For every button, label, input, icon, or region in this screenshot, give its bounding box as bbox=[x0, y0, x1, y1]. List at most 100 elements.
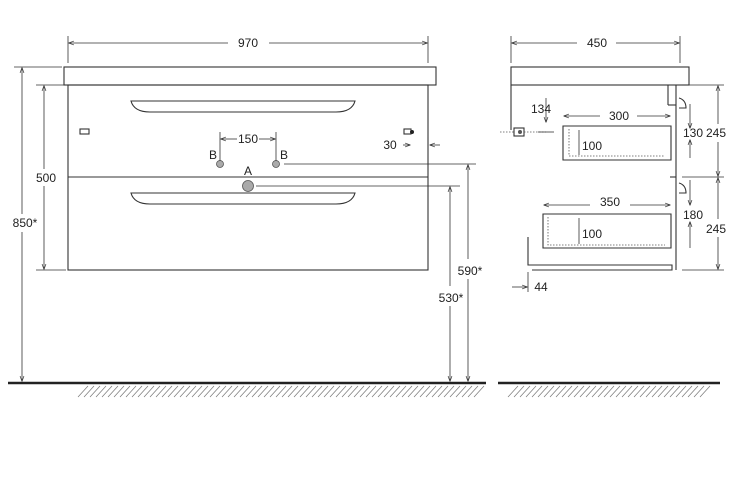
floor-hatch-stroke bbox=[543, 385, 555, 398]
floor-hatch-stroke bbox=[281, 385, 293, 398]
floor-hatch-stroke bbox=[287, 385, 299, 398]
floor-hatch-stroke bbox=[519, 385, 531, 398]
floor-hatch-stroke bbox=[663, 385, 675, 398]
dim-cabinet-height: 500 bbox=[36, 171, 56, 185]
label-b-right: B bbox=[280, 148, 288, 162]
dim-hole-spacing: 150 bbox=[238, 132, 258, 146]
floor-hatch-stroke bbox=[591, 385, 603, 398]
lower-drawer-inner bbox=[547, 217, 665, 246]
floor-hatch-stroke bbox=[407, 385, 419, 398]
floor-hatch-stroke bbox=[531, 385, 543, 398]
floor-hatch-stroke bbox=[125, 385, 137, 398]
floor-hatch-stroke bbox=[687, 385, 699, 398]
floor-hatch-stroke bbox=[609, 385, 621, 398]
floor-hatch-stroke bbox=[155, 385, 167, 398]
side-countertop bbox=[510, 66, 690, 86]
dim-lower-drawer-height: 180 bbox=[683, 208, 703, 222]
dim-upper-section: 245 bbox=[706, 126, 726, 140]
floor-hatch-stroke bbox=[251, 385, 263, 398]
floor-hatch-stroke bbox=[275, 385, 287, 398]
floor-hatch-stroke bbox=[371, 385, 383, 398]
floor-hatch-stroke bbox=[549, 385, 561, 398]
floor-hatch-stroke bbox=[185, 385, 197, 398]
floor-hatch-stroke bbox=[335, 385, 347, 398]
drain-hole bbox=[242, 180, 254, 192]
floor-hatch-stroke bbox=[699, 385, 711, 398]
floor-hatch-stroke bbox=[179, 385, 191, 398]
floor-hatch-stroke bbox=[555, 385, 567, 398]
dim-drain-height: 530* bbox=[439, 291, 464, 305]
inlet-hole-right bbox=[272, 160, 280, 168]
floor-hatch-stroke bbox=[597, 385, 609, 398]
label-b-left: B bbox=[209, 148, 217, 162]
floor-hatch-stroke bbox=[437, 385, 449, 398]
floor-hatch-stroke bbox=[413, 385, 425, 398]
floor-hatch-stroke bbox=[257, 385, 269, 398]
floor-hatch-stroke bbox=[341, 385, 353, 398]
dim-lower-drawer-inner: 100 bbox=[582, 227, 602, 241]
floor-hatch-stroke bbox=[305, 385, 317, 398]
floor-hatch-stroke bbox=[119, 385, 131, 398]
floor-hatch-stroke bbox=[401, 385, 413, 398]
upper-door-hinge bbox=[678, 97, 687, 109]
floor-hatch-stroke bbox=[359, 385, 371, 398]
floor-hatch-stroke bbox=[443, 385, 455, 398]
dim-lower-section: 245 bbox=[706, 222, 726, 236]
dim-upper-drawer-height: 130 bbox=[683, 126, 703, 140]
floor-hatch-stroke bbox=[107, 385, 119, 398]
floor-hatch-stroke bbox=[209, 385, 221, 398]
floor-hatch-stroke bbox=[455, 385, 467, 398]
floor-hatch-stroke bbox=[215, 385, 227, 398]
floor-hatch-stroke bbox=[347, 385, 359, 398]
floor-hatch-stroke bbox=[627, 385, 639, 398]
floor-hatch-stroke bbox=[621, 385, 633, 398]
upper-drawer bbox=[562, 125, 672, 161]
floor-hatch-stroke bbox=[693, 385, 705, 398]
inlet-hole-left bbox=[216, 160, 224, 168]
floor-hatch-stroke bbox=[245, 385, 257, 398]
lower-drawer-handle bbox=[130, 192, 356, 205]
floor-hatch-stroke bbox=[239, 385, 251, 398]
floor-hatch-stroke bbox=[449, 385, 461, 398]
floor-hatch-stroke bbox=[585, 385, 597, 398]
floor-hatch-stroke bbox=[83, 385, 95, 398]
floor-hatch-stroke bbox=[131, 385, 143, 398]
floor-hatch-stroke bbox=[525, 385, 537, 398]
floor-hatch-stroke bbox=[197, 385, 209, 398]
floor-hatch-stroke bbox=[603, 385, 615, 398]
floor-hatch-stroke bbox=[77, 385, 89, 398]
floor-hatch-stroke bbox=[149, 385, 161, 398]
floor-hatch-stroke bbox=[203, 385, 215, 398]
floor-hatch-stroke bbox=[573, 385, 585, 398]
floor-hatch-stroke bbox=[633, 385, 645, 398]
floor-hatch-stroke bbox=[419, 385, 431, 398]
floor-hatch-stroke bbox=[311, 385, 323, 398]
floor-hatch-stroke bbox=[353, 385, 365, 398]
floor-hatch-stroke bbox=[645, 385, 657, 398]
dim-inlet-offset: 134 bbox=[531, 102, 551, 116]
floor-hatch-stroke bbox=[191, 385, 203, 398]
right-fitting-dot bbox=[410, 130, 414, 134]
floor-hatch-stroke bbox=[395, 385, 407, 398]
floor-hatch-stroke bbox=[425, 385, 437, 398]
floor-hatch-stroke bbox=[299, 385, 311, 398]
dim-width: 970 bbox=[238, 36, 258, 50]
floor-hatch-stroke bbox=[675, 385, 687, 398]
front-view: B B A 150 970 850* 500 30 bbox=[13, 36, 483, 381]
floor-hatch-stroke bbox=[269, 385, 281, 398]
floor-hatch-stroke bbox=[567, 385, 579, 398]
floor-hatch-stroke bbox=[639, 385, 651, 398]
floor-hatch-stroke bbox=[365, 385, 377, 398]
dim-side-offset: 30 bbox=[383, 138, 397, 152]
floor-hatch-stroke bbox=[579, 385, 591, 398]
lower-drawer bbox=[542, 213, 672, 249]
upper-drawer-inner bbox=[568, 129, 665, 157]
left-fitting bbox=[79, 128, 90, 135]
floor-hatch-stroke bbox=[473, 385, 485, 398]
floor-hatch-stroke bbox=[167, 385, 179, 398]
side-view: 450 134 300 100 350 100 130 245 180 bbox=[500, 36, 726, 294]
floor-hatch-stroke bbox=[263, 385, 275, 398]
floor-hatch-stroke bbox=[383, 385, 395, 398]
floor-hatch-stroke bbox=[161, 385, 173, 398]
floor-hatch-stroke bbox=[513, 385, 525, 398]
